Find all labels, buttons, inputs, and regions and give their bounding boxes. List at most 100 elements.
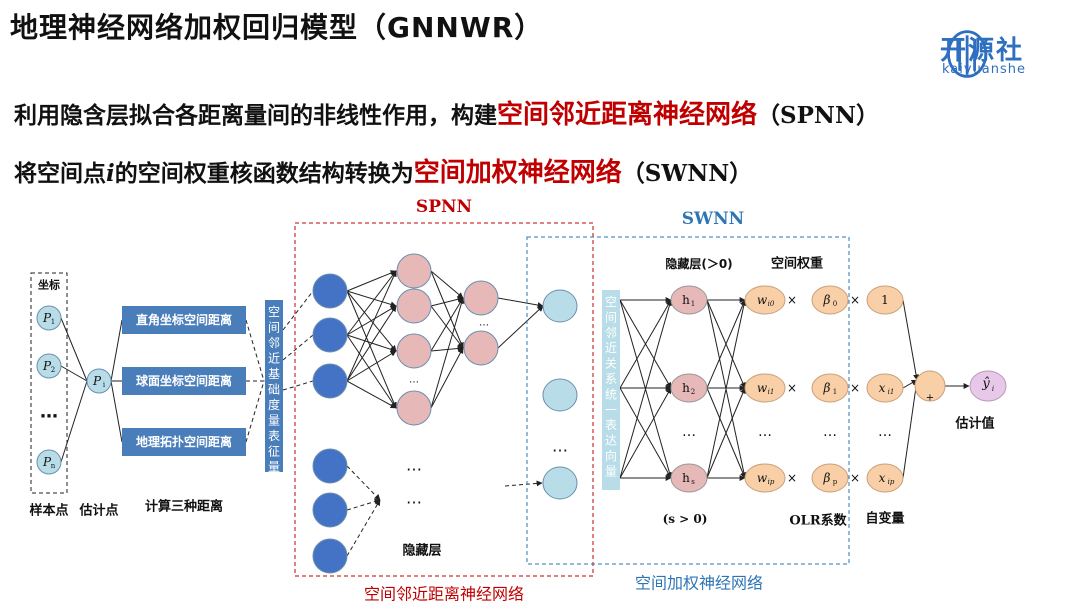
spnn-edge-2 bbox=[430, 305, 464, 349]
beta-subscript: 1 bbox=[833, 388, 837, 396]
spnn-hidden-label: 隐藏层 bbox=[402, 543, 441, 559]
vector-to-input-line bbox=[282, 334, 314, 361]
spnn-to-output-edge bbox=[497, 297, 544, 309]
beta-label: β bbox=[823, 381, 831, 395]
spnn-hidden-ellipsis: … bbox=[409, 375, 419, 386]
vertical-char: 邻 bbox=[268, 336, 280, 350]
line2-var: i bbox=[106, 160, 115, 187]
weight-node bbox=[744, 463, 786, 493]
vector-to-input-line bbox=[282, 380, 314, 391]
sample-point-node bbox=[36, 449, 62, 475]
swnn-input-edge bbox=[619, 299, 673, 479]
line2-highlight: 空间加权神经网络 bbox=[413, 158, 622, 188]
vertical-char: 础 bbox=[268, 383, 280, 397]
spnn-hidden-node-2 bbox=[463, 330, 499, 366]
beta-ellipsis: … bbox=[823, 424, 837, 440]
vertical-char: 空 bbox=[605, 295, 617, 309]
sample-point-subscript: 1 bbox=[51, 318, 55, 326]
estimate-point-label: P bbox=[92, 374, 102, 388]
swnn-title: SWNN bbox=[682, 209, 744, 229]
sample-point-node bbox=[36, 305, 62, 331]
distance-box bbox=[122, 428, 246, 456]
output-caption: 估计值 bbox=[954, 416, 994, 432]
spnn-dashed-edge bbox=[346, 499, 381, 557]
vertical-char: 近 bbox=[605, 341, 617, 355]
sample-point-label: P bbox=[42, 455, 52, 469]
spnn-input-node bbox=[312, 317, 348, 353]
spnn-edge-2 bbox=[430, 345, 464, 352]
vertical-char: 量 bbox=[268, 460, 280, 474]
weight-subscript: ip bbox=[768, 478, 775, 486]
line2-prefix-b: 的空间权重核函数结构转换为 bbox=[114, 161, 414, 187]
sample-points-box bbox=[30, 272, 68, 494]
estimate-to-distance-line bbox=[110, 380, 123, 443]
variable-caption: 自变量 bbox=[865, 511, 904, 527]
variable-label: x bbox=[879, 381, 886, 395]
swnn-weight-label: 空间权重 bbox=[771, 256, 823, 272]
spnn-dashed-edge bbox=[346, 498, 381, 511]
sample-to-estimate-line bbox=[60, 380, 88, 463]
weight-label: w bbox=[757, 293, 768, 307]
variable-ellipsis: … bbox=[878, 424, 892, 440]
spnn-edge bbox=[346, 270, 397, 292]
spnn-edge bbox=[346, 334, 397, 409]
line1-prefix: 利用隐含层拟合各距离量间的非线性作用，构建 bbox=[14, 103, 497, 129]
spnn-edge-2 bbox=[430, 347, 464, 409]
sample-point-label: P bbox=[42, 311, 52, 325]
variable-label: 1 bbox=[881, 293, 889, 307]
distance-label: 直角坐标空间距离 bbox=[136, 312, 232, 327]
swnn-input-edge bbox=[619, 387, 672, 479]
variable-subscript: i1 bbox=[888, 388, 895, 396]
vertical-char: 基 bbox=[268, 367, 280, 381]
swnn-hidden-node-subscript: 2 bbox=[691, 388, 695, 396]
distance-box bbox=[122, 367, 246, 395]
line2-prefix-a: 将空间点 bbox=[14, 161, 106, 187]
beta-label: β bbox=[823, 293, 831, 307]
spnn-edge bbox=[346, 270, 397, 382]
spnn-edge-2 bbox=[430, 270, 464, 299]
variable-to-sum-edge bbox=[902, 379, 920, 479]
bullet-line-1: 利用隐含层拟合各距离量间的非线性作用，构建空间邻近距离神经网络（SPNN） bbox=[14, 94, 879, 131]
page-title: 地理神经网络加权回归模型（GNNWR） bbox=[10, 11, 544, 44]
beta-subscript: 0 bbox=[833, 300, 837, 308]
spatial-base-vector-box bbox=[265, 300, 283, 472]
vertical-char: 度 bbox=[268, 397, 280, 412]
output-subscript: i bbox=[992, 385, 994, 393]
distance-label: 地理拓扑空间距离 bbox=[136, 434, 232, 449]
beta-label: β bbox=[823, 471, 831, 485]
olr-label: OLR系数 bbox=[789, 513, 847, 529]
beta-node bbox=[811, 285, 849, 315]
vertical-char: 表 bbox=[268, 429, 280, 443]
sample-point-label: P bbox=[42, 359, 52, 373]
plus-sign: + bbox=[926, 393, 934, 404]
distance-to-vector-line bbox=[245, 319, 265, 382]
spnn-hidden-node-2 bbox=[463, 280, 499, 316]
spnn-dashed-edge bbox=[346, 465, 381, 501]
spnn-hidden-node bbox=[396, 333, 432, 369]
coord-label: 坐标 bbox=[38, 278, 60, 292]
distance-to-vector-line bbox=[245, 380, 265, 443]
spnn-input-node bbox=[312, 538, 348, 574]
swnn-hidden-node bbox=[670, 463, 708, 493]
swnn-box bbox=[526, 236, 850, 565]
times-sign: × bbox=[850, 293, 860, 307]
weight-ellipsis: … bbox=[758, 424, 772, 440]
times-sign: × bbox=[850, 471, 860, 485]
vertical-char: 邻 bbox=[605, 326, 617, 340]
swnn-caption: 空间加权神经网络 bbox=[635, 574, 763, 593]
spnn-edge bbox=[346, 380, 397, 409]
vertical-char: 量 bbox=[268, 414, 280, 428]
estimate-to-distance-line bbox=[110, 319, 123, 382]
logo-subtitle: kaiyuanshe bbox=[942, 62, 1027, 77]
line1-highlight: 空间邻近距离神经网络 bbox=[497, 100, 758, 130]
sample-point-subscript: n bbox=[51, 462, 56, 470]
sample-label: 样本点 bbox=[29, 503, 68, 519]
spnn-edge-2 bbox=[430, 297, 464, 352]
spnn-edge bbox=[346, 305, 397, 336]
swnn-hidden-node-subscript: s bbox=[691, 478, 695, 486]
hidden-to-weight-edge bbox=[706, 299, 747, 479]
spnn-edge-2 bbox=[430, 296, 464, 307]
